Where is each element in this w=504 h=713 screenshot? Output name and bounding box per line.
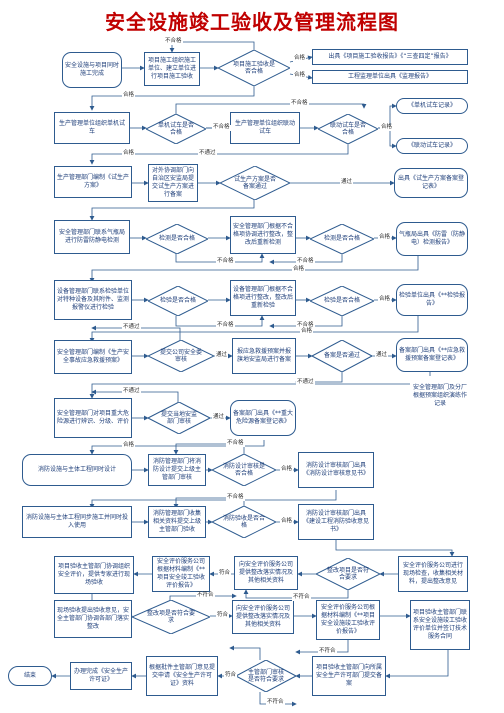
- process-box: 安全管理部门联系气瓶局进行防雷防静电检测: [54, 220, 130, 254]
- edge-label: 合格: [378, 296, 392, 303]
- process-box: 项目验收主管部门向所属安全生产许可部门提交备案: [312, 656, 386, 696]
- process-box: 安全管理部门对项目重大危险源进行辨识、分级、评价: [54, 398, 132, 438]
- edge-label: 合格: [293, 72, 307, 79]
- process-box: 向安全评价服务公司提供整改落实情况及其他相关资料: [234, 556, 298, 590]
- record-box: 《联动试车记录》: [396, 138, 468, 154]
- decision-diamond: 整改项目是否符合要求: [316, 558, 380, 590]
- process-box: 安全评价服务公司根据材料编制《**项目安全竣工验收评价报告》: [152, 556, 210, 592]
- edge-label: 不通过: [296, 379, 315, 386]
- decision-diamond: 试生产方案是否备案通过: [220, 166, 290, 200]
- process-box: 项目验收主管部门联系安全设施竣工验收评价单位并签订技术服务合同: [410, 600, 470, 650]
- output-box: 工程监理单位出具《监理报告》: [312, 70, 468, 84]
- process-box: 根据批件主管部门意见提交申请《安全生产许可证》资料: [146, 656, 218, 696]
- edge-label: 不通过: [122, 324, 141, 331]
- output-box: 气瓶局出具《防雷（防静电）检测报告》: [396, 222, 468, 256]
- decision-diamond: 联动试车是否合格: [318, 114, 378, 144]
- edge-label: 符合: [216, 612, 230, 619]
- edge-label: 不合格: [226, 440, 245, 447]
- decision-diamond: 项目施工验收是否合格: [218, 50, 290, 86]
- process-box: 向安全评价服务公司提供整改落实情况及其他相关资料: [232, 600, 294, 634]
- process-box: 消防设施与主体工程同步施工并同时投入使用: [22, 506, 132, 538]
- decision-diamond: 检验是否合格: [310, 286, 374, 316]
- output-box: 消防设计审核部门出具《建设工程消防验收意见书》: [298, 504, 374, 540]
- decision-diamond: 提交当地安监部门审核: [148, 402, 210, 434]
- edge-label: 不合格: [290, 100, 309, 107]
- decision-diamond: 检测是否合格: [310, 224, 374, 254]
- edge-label: 合格: [380, 124, 394, 131]
- edge-label: 合格: [293, 55, 307, 62]
- edge-label: 合格: [280, 518, 294, 525]
- edge-label: 合格: [300, 328, 314, 335]
- edge-label: 不符合: [266, 699, 285, 706]
- process-box: 项目验收主管部门协调组织安全评价，提供专家进行现场验收: [54, 556, 134, 594]
- edge-label: 合格: [122, 442, 136, 449]
- edge-label: 合格: [378, 234, 392, 241]
- process-box: 办理完成《安全生产许可证》: [70, 662, 132, 690]
- process-box: 生产管理单位组织联动试车: [230, 112, 300, 144]
- decision-diamond: 消防设计审核是否合格: [212, 454, 276, 486]
- process-box: 现场验收提出验收意见，安全主管部门协调各部门落实整改: [54, 600, 132, 638]
- edge-label: 不合格: [216, 258, 235, 265]
- process-box: 设备管理部门根据不合格项进行整改，整改后重新检验: [230, 280, 296, 316]
- edge-label: 不通过: [122, 388, 141, 395]
- edge-label: 不合格: [164, 38, 183, 45]
- decision-diamond: 检验是否合格: [148, 286, 208, 316]
- edge-label: 不符合: [318, 648, 337, 655]
- edge-label: 符合: [218, 570, 232, 577]
- output-box: 备案部门出具《**应急救援预案备案登记表》: [396, 338, 468, 372]
- start-node: 安全设施与项目同时施工完成: [62, 52, 122, 88]
- output-box: 出具《试生产方案备案登记表》: [394, 168, 468, 198]
- process-box: 安全管理部门编制《生产安全事故应急救援预案》: [54, 340, 132, 374]
- process-box: 消防管理部门将消防设计提交上级主管部门审核: [148, 454, 206, 486]
- decision-diamond: 提交公司安全委审核: [148, 340, 214, 372]
- edge-label: 不符合: [292, 594, 311, 601]
- output-box: 出具《项目施工验收报告》《“三查四定”报告》: [312, 49, 468, 65]
- edge-label: 合格: [280, 466, 294, 473]
- process-box: 安全评价服务公司根据材料编制《**项目安全设施竣工验收评价报告》: [316, 600, 380, 640]
- edge-label: 不合格: [296, 322, 315, 329]
- edge-label: 通过: [215, 352, 229, 359]
- page-title: 安全设施竣工验收及管理流程图: [105, 10, 399, 34]
- edge-label: 不合格: [296, 258, 315, 265]
- process-box: 安全评价服务公司进行现场检查，收集相关材料，提出整改意见: [398, 556, 468, 592]
- decision-diamond: 整改项是否符合要求: [132, 600, 210, 634]
- record-box: 《单机试车记录》: [396, 98, 468, 114]
- edge-label: 不符合: [196, 592, 215, 599]
- decision-diamond: 单机试车是否合格: [146, 114, 206, 144]
- decision-diamond: 消防验收是否合格: [212, 506, 276, 538]
- edge-label: 通过: [340, 179, 354, 186]
- edge-label: 合格: [122, 150, 136, 157]
- process-box: 设备管理部门联系检验单位对特种设备及其附件、监测报警仪进行检验: [54, 280, 132, 320]
- edge-label: 通过: [212, 414, 226, 421]
- process-box: 报应急救援预案并报旗地安监局进行备案: [232, 338, 296, 374]
- process-box: 生产管理部门编制《试生产方案》: [54, 166, 132, 198]
- process-box: 生产管理单位组织单机试车: [54, 112, 130, 144]
- edge-label: 不合格: [226, 494, 245, 501]
- start-node: 消防设施与主体工程同时设计: [22, 454, 132, 486]
- decision-diamond: 主管部门审核是否符合要求: [236, 660, 296, 692]
- edge-label: 符合: [224, 672, 238, 679]
- output-box: 备案部门出具《**重大危险源备案登记表》: [230, 400, 296, 436]
- edge-label: 不合格: [216, 322, 235, 329]
- process-box: 对外协调部门向自治区安监局提交试生产方案进行备案: [148, 164, 198, 202]
- decision-diamond: 备案是否通过: [312, 340, 372, 372]
- edge-label: 通过: [375, 352, 389, 359]
- process-box: 安全管理部门根据不合格项协调进行整改，整改后重新检测: [230, 216, 296, 254]
- edge-label: 不通过: [198, 150, 217, 157]
- decision-diamond: 检测是否合格: [146, 224, 208, 254]
- end-node: 结束: [8, 666, 52, 686]
- note-box: 安全管理部门及分厂根据预案组织演练作记录: [410, 376, 470, 416]
- output-box: 消防设计审核部门出具《消防设计审核意见书》: [298, 452, 374, 488]
- process-box: 项目施工组织施工单位、建立单位进行项目施工验收: [144, 52, 200, 86]
- output-box: 检验单位出具《**检验报告》: [396, 284, 468, 316]
- edge-label: 合格: [122, 92, 136, 99]
- process-box: 消防管理部门收集相关资料提交上级主管部门验收: [148, 506, 206, 538]
- edge-label: 合格: [292, 266, 306, 273]
- edge-label: 不合格: [212, 124, 231, 131]
